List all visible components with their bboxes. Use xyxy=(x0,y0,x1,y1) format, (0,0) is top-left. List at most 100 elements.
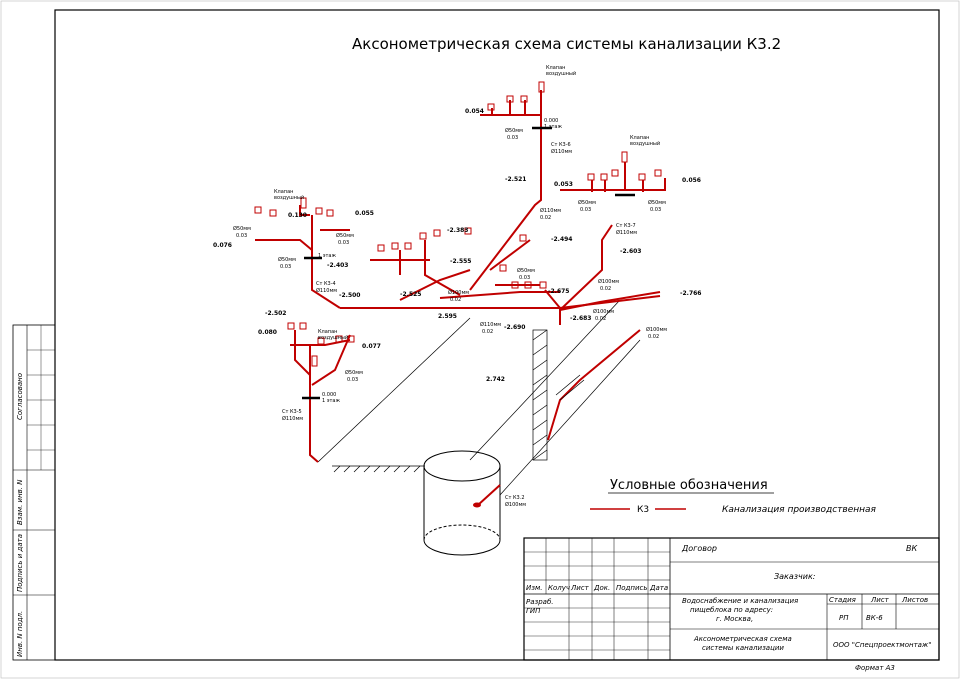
title-block-text: Договор ВК Заказчик: Изм. Колуч Лист Док… xyxy=(526,544,931,672)
level-2603: -2.603 xyxy=(620,248,641,255)
label-d50-6: Ø50мм xyxy=(278,256,296,263)
label-klapan-1: Клапан xyxy=(546,65,565,71)
label-st-k3-7: Ст К3-7 xyxy=(616,223,636,229)
level-0077: 0.077 xyxy=(362,343,381,350)
label-st-k3-4: Ст К3-4 xyxy=(316,281,336,287)
tb-project-3: г. Москва, xyxy=(716,615,753,623)
label-s002-3: 0.02 xyxy=(600,286,611,292)
inner-frame xyxy=(54,9,940,661)
tb-format: Формат А3 xyxy=(855,664,895,672)
label-zero-2: 0.000 xyxy=(322,392,336,398)
level-2521: -2.521 xyxy=(505,176,526,183)
label-s003-1: 0.03 xyxy=(507,135,518,141)
level-2595: 2.595 xyxy=(438,313,457,320)
tb-col-data: Дата xyxy=(649,584,668,592)
tb-col-koluch: Колуч xyxy=(548,584,570,592)
label-s003-5: 0.03 xyxy=(338,240,349,246)
legend: Условные обозначения К3 Канализация прои… xyxy=(590,478,877,515)
tb-stadia: РП xyxy=(839,614,849,622)
label-s003-8: 0.03 xyxy=(347,377,358,383)
label-klapan-2: Клапан xyxy=(630,135,649,141)
tb-razrab: Разраб. xyxy=(526,598,554,606)
tb-company: ООО "Спецпроектмонтаж" xyxy=(833,641,931,649)
level-2683: -2.683 xyxy=(570,315,591,322)
label-vozd-3: воздушный xyxy=(274,194,304,201)
level-0055: 0.055 xyxy=(355,210,374,217)
level-0130: 0.130 xyxy=(288,212,307,219)
label-d50-3: Ø50мм xyxy=(648,199,666,206)
label-s003-3: 0.03 xyxy=(650,207,661,213)
label-d110-6: Ø110мм xyxy=(282,415,303,422)
label-d100-3: Ø100мм xyxy=(593,308,614,315)
label-d50-7: Ø50мм xyxy=(517,267,535,274)
stamp-inv-orig: Инв. N подл. xyxy=(16,611,24,657)
label-etazh-3: 1 этаж xyxy=(322,398,340,404)
fixtures xyxy=(254,81,662,367)
label-d50-1: Ø50мм xyxy=(505,127,523,134)
level-2494: -2.494 xyxy=(551,236,572,243)
level-2690: -2.690 xyxy=(504,324,525,331)
tb-gip: ГИП xyxy=(526,607,541,615)
label-s003-7: 0.03 xyxy=(519,275,530,281)
label-d110-5: Ø110мм xyxy=(480,321,501,328)
legend-text: Канализация производственная xyxy=(722,505,877,515)
level-0056: 0.056 xyxy=(682,177,701,184)
level-2525: -2.525 xyxy=(400,291,421,298)
label-s002-2: 0.02 xyxy=(450,297,461,303)
tb-sheet: ВК-6 xyxy=(866,614,883,622)
label-s002-5: 0.02 xyxy=(482,329,493,335)
tb-contract: Договор xyxy=(681,544,717,553)
label-klapan-3: Клапан xyxy=(274,189,293,195)
tb-customer: Заказчик: xyxy=(774,572,816,581)
label-d50-8: Ø50мм xyxy=(345,369,363,376)
label-etazh-1: 1 этаж xyxy=(544,124,562,130)
label-vozd-2: воздушный xyxy=(630,140,660,147)
level-2502: -2.502 xyxy=(265,310,286,317)
level-2403: -2.403 xyxy=(327,262,348,269)
tb-col-dok: Док. xyxy=(593,584,610,592)
annotations: Клапан воздушный 0.054 0.000 1 этаж Ø50м… xyxy=(213,65,701,508)
tb-col-podpis: Подпись xyxy=(616,584,648,592)
tank xyxy=(423,450,501,556)
label-s002-1: 0.02 xyxy=(540,215,551,221)
tb-list-h: Лист xyxy=(870,596,890,604)
stamp-sign-date: Подпись и дата xyxy=(16,534,24,592)
label-s003-2: 0.03 xyxy=(580,207,591,213)
label-d100-1: Ø100мм xyxy=(448,289,469,296)
title-block xyxy=(523,537,940,661)
level-0053: 0.053 xyxy=(554,181,573,188)
level-0054: 0.054 xyxy=(465,108,484,115)
label-d100-4: Ø100мм xyxy=(646,326,667,333)
tb-doc-2: системы канализации xyxy=(702,644,784,652)
label-d110-3: Ø110мм xyxy=(616,229,637,236)
tb-col-izm: Изм. xyxy=(526,584,542,592)
label-s003-6: 0.03 xyxy=(280,264,291,270)
side-stamp: Согласовано Взам. инв. N Подпись и дата … xyxy=(12,324,56,661)
tb-code: ВК xyxy=(906,544,917,553)
label-zero-1: 0.000 xyxy=(544,118,558,124)
tb-project-2: пищеблока по адресу: xyxy=(690,606,773,614)
label-klapan-4: Клапан xyxy=(318,329,337,335)
ground-hatch xyxy=(332,329,585,473)
label-vozd-1: воздушный xyxy=(546,70,576,77)
level-2742: 2.742 xyxy=(486,376,505,383)
label-d100-5: Ø100мм xyxy=(505,501,526,508)
label-vozd-4: воздушный xyxy=(318,334,348,341)
stamp-agreed: Согласовано xyxy=(16,373,24,420)
level-2766: -2.766 xyxy=(680,290,701,297)
tank-inlet xyxy=(473,502,481,508)
level-0080: 0.080 xyxy=(258,329,277,336)
stamp-inv-replace: Взам. инв. N xyxy=(16,479,24,525)
pipe-network xyxy=(255,90,666,496)
label-d50-5: Ø50мм xyxy=(336,232,354,239)
label-d110-2: Ø110мм xyxy=(540,207,561,214)
label-d110-1: Ø110мм xyxy=(551,148,572,155)
drawing-title: Аксонометрическая схема системы канализа… xyxy=(352,35,781,53)
level-0076: 0.076 xyxy=(213,242,232,249)
label-st-k3-6: Ст К3-6 xyxy=(551,142,571,148)
tb-col-list: Лист xyxy=(570,584,590,592)
label-st-k3-5: Ст К3-5 xyxy=(282,409,302,415)
label-s003-4: 0.03 xyxy=(236,233,247,239)
label-d50-2: Ø50мм xyxy=(578,199,596,206)
